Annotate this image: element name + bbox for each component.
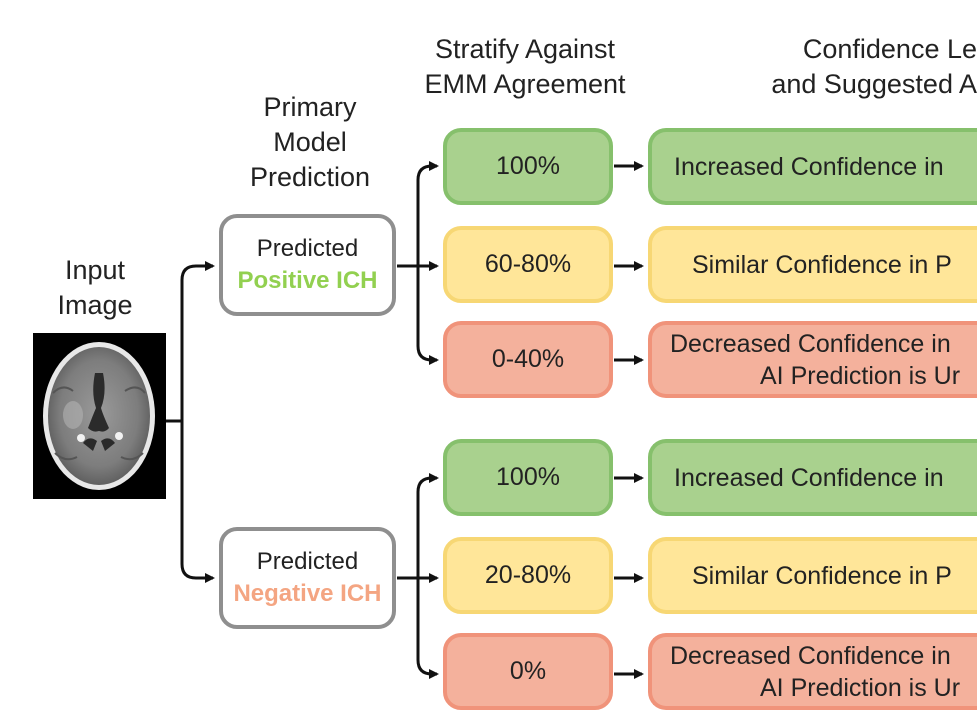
- negative-pct-0-box: 0%: [443, 633, 613, 710]
- input-image-header: Input Image: [40, 253, 150, 323]
- positive-similar-confidence-box: Similar Confidence in P: [648, 226, 977, 303]
- positive-ich-label: Positive ICH: [237, 267, 378, 294]
- confidence-text: Increased Confidence in: [674, 152, 944, 181]
- stratify-header-line1: Stratify Against: [434, 34, 616, 64]
- positive-increased-confidence-box: Increased Confidence in: [648, 128, 977, 205]
- confidence-header-line1: Confidence Le: [802, 34, 977, 64]
- confidence-text-line1: Decreased Confidence in: [670, 641, 951, 670]
- negative-pct-100-box: 100%: [443, 439, 613, 516]
- pct-label: 0-40%: [491, 345, 565, 373]
- positive-pct-60-80-box: 60-80%: [443, 226, 613, 303]
- confidence-header: Confidence Le and Suggested A: [735, 32, 977, 102]
- primary-model-header: Primary Model Prediction: [230, 90, 390, 195]
- confidence-text: Similar Confidence in P: [692, 561, 952, 590]
- primary-header-line2: Model: [273, 127, 347, 157]
- negative-top-label: Predicted: [256, 548, 359, 575]
- input-header-line2: Image: [57, 290, 133, 320]
- ct-scan-image: [33, 333, 166, 499]
- negative-ich-label: Negative ICH: [233, 580, 382, 607]
- stratify-header: Stratify Against EMM Agreement: [395, 32, 655, 102]
- negative-pct-20-80-box: 20-80%: [443, 537, 613, 614]
- stratify-header-line2: EMM Agreement: [424, 69, 626, 99]
- positive-pct-0-40-box: 0-40%: [443, 321, 613, 398]
- primary-header-line1: Primary: [263, 92, 357, 122]
- confidence-header-line2: and Suggested A: [771, 69, 977, 99]
- pct-label: 100%: [496, 463, 560, 491]
- input-header-line1: Input: [64, 255, 126, 285]
- predicted-positive-box: Predicted Positive ICH: [219, 214, 396, 316]
- predicted-negative-box: Predicted Negative ICH: [219, 527, 396, 629]
- pct-label: 100%: [496, 152, 560, 180]
- confidence-text: Similar Confidence in P: [692, 250, 952, 279]
- pct-label: 0%: [509, 657, 547, 685]
- negative-decreased-confidence-box: Decreased Confidence in AI Prediction is…: [648, 633, 977, 710]
- pct-label: 20-80%: [484, 561, 572, 589]
- confidence-text: Increased Confidence in: [674, 463, 944, 492]
- negative-similar-confidence-box: Similar Confidence in P: [648, 537, 977, 614]
- positive-pct-100-box: 100%: [443, 128, 613, 205]
- pct-label: 60-80%: [484, 250, 572, 278]
- confidence-text-line1: Decreased Confidence in: [670, 329, 951, 358]
- confidence-text-line2: AI Prediction is Ur: [760, 673, 961, 702]
- negative-increased-confidence-box: Increased Confidence in: [648, 439, 977, 516]
- confidence-text-line2: AI Prediction is Ur: [760, 361, 961, 390]
- primary-header-line3: Prediction: [249, 162, 371, 192]
- positive-top-label: Predicted: [256, 235, 359, 262]
- positive-decreased-confidence-box: Decreased Confidence in AI Prediction is…: [648, 321, 977, 398]
